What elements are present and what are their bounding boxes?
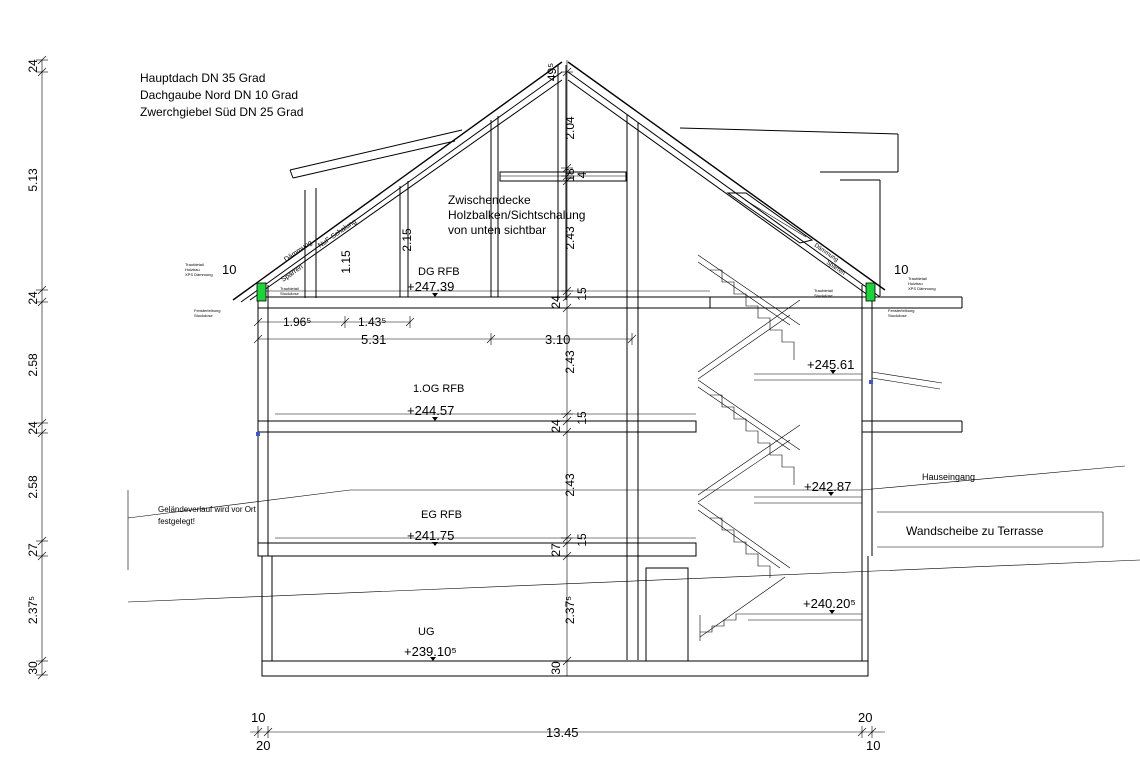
small-left-top-1: Holzbau [185, 267, 200, 272]
dim-center-12: 2.43 [563, 473, 577, 497]
terrain-lines [127, 465, 1140, 603]
dim-center-2: 18 [563, 168, 577, 182]
note-wandscheibe: Wandscheibe zu Terrasse [906, 524, 1044, 538]
small-right-top-1: Holzbau [908, 281, 923, 286]
small-notes: Traufdetail Holzbau XPS Dämmung Traufdet… [185, 262, 936, 318]
dim-left-6: 27 [26, 543, 40, 557]
horizontal-dims-dg: 1.96⁵ 1.43⁵ 5.31 3.10 [253, 315, 637, 347]
level-ug-value: +239.10⁵ [404, 644, 457, 659]
dim-bottom-2: 13.45 [546, 725, 579, 740]
dim-center-6: 1.15 [339, 250, 353, 274]
note-right-ten: 10 [894, 262, 908, 277]
dim-center-14: 15 [575, 533, 589, 547]
dim-left-7: 2.37⁵ [26, 596, 40, 624]
left-dimension-chain: 24 5.13 24 2.58 24 2.58 27 2.37⁵ 30 [26, 55, 48, 680]
note-gelaende-2: festgelegt! [158, 517, 195, 526]
small-left-mid-1: Stuckdose [280, 291, 299, 296]
walls [257, 285, 873, 662]
dim-left-5: 2.58 [26, 475, 40, 499]
dim-h-3: 3.10 [545, 332, 570, 347]
small-left-top-2: XPS Dämmung [185, 272, 213, 277]
note-zwischendecke-2: Holzbalken/Sichtschalung [448, 208, 585, 222]
note-zwischendecke-1: Zwischendecke [448, 193, 531, 207]
dim-h-0: 1.96⁵ [283, 315, 311, 329]
dim-left-8: 30 [26, 661, 40, 675]
eave-insulation-left [256, 282, 267, 302]
note-left-ten: 10 [222, 262, 236, 277]
level-og-label: 1.OG RFB [413, 383, 464, 395]
landing-3-value: +240.20⁵ [803, 596, 856, 611]
dim-left-2: 24 [26, 291, 40, 305]
small-right-top-0: Traufdetail [908, 276, 927, 281]
level-og-value: +244.57 [407, 403, 454, 418]
dim-center-4: 2.43 [563, 226, 577, 250]
note-daemmung-right: Dämmung [813, 243, 839, 264]
small-left-mid-0: Traufdetail [280, 286, 299, 291]
dim-center-15: 2.37⁵ [563, 596, 577, 624]
dim-center-7: 24 [549, 295, 563, 309]
note-hauseingang: Hauseingang [922, 472, 975, 482]
bottom-dimension-chain: 10 20 13.45 20 10 [250, 710, 885, 753]
dim-center-1: 2.04 [563, 116, 577, 140]
small-left-low-1: Stuckdose [194, 313, 213, 318]
dim-center-16: 30 [549, 661, 563, 675]
landing-2-value: +242.87 [804, 479, 851, 494]
note-gelaende-1: Geländeverlauf wird vor Ort [158, 505, 257, 514]
dim-left-1: 5.13 [26, 168, 40, 192]
dim-center-3: 4 [575, 171, 589, 178]
dim-center-10: 24 [549, 419, 563, 433]
dim-center-11: 15 [575, 411, 589, 425]
level-dg-value: +247.39 [407, 279, 454, 294]
staircase [697, 254, 943, 641]
dim-left-4: 24 [26, 421, 40, 435]
marker-left [256, 432, 260, 436]
level-ug-label: UG [418, 626, 435, 638]
small-right-top-2: XPS Dämmung [908, 286, 936, 291]
small-left-top-0: Traufdetail [185, 262, 204, 267]
note-hauptdach: Hauptdach DN 35 Grad [140, 71, 265, 85]
dim-center-0: 49⁵ [545, 63, 559, 81]
level-dg-label: DG RFB [418, 266, 460, 278]
dim-bottom-3: 20 [858, 710, 872, 725]
dim-bottom-4: 10 [866, 738, 880, 753]
dim-center-8: 15 [575, 287, 589, 301]
floor-slabs [257, 290, 963, 677]
note-daemmung: Dämmung [283, 239, 314, 263]
small-right-mid-0: Traufdetail [814, 288, 833, 293]
level-eg-value: +241.75 [407, 528, 454, 543]
dim-bottom-0: 10 [251, 710, 265, 725]
marker-right [869, 380, 873, 384]
small-right-low-1: Stuckdose [888, 313, 907, 318]
dim-left-3: 2.58 [26, 353, 40, 377]
annotations: Zwischendecke Holzbalken/Sichtschalung v… [158, 193, 1044, 538]
dim-bottom-1: 20 [256, 738, 270, 753]
eave-insulation-right [865, 282, 876, 302]
center-dimension-chain: 49⁵ 2.04 18 4 2.43 2.15 1.15 24 15 2.43 … [339, 60, 589, 676]
level-eg-label: EG RFB [421, 509, 462, 521]
note-sparren: Sparren [280, 264, 305, 284]
roof [232, 61, 899, 660]
level-labels: DG RFB +247.39 1.OG RFB +244.57 EG RFB +… [404, 266, 856, 661]
note-dachgaube: Dachgaube Nord DN 10 Grad [140, 88, 298, 102]
dim-left-0: 24 [26, 59, 40, 73]
dim-center-13: 27 [549, 543, 563, 557]
small-left-low-0: Fensterleibung [194, 308, 220, 313]
dim-h-1: 1.43⁵ [358, 315, 386, 329]
landing-1-value: +245.61 [807, 357, 854, 372]
note-zwerchgiebel: Zwerchgiebel Süd DN 25 Grad [140, 105, 303, 119]
small-right-low-0: Fensterleibung [888, 308, 914, 313]
dim-h-2: 5.31 [361, 332, 386, 347]
dim-center-9: 2.43 [563, 350, 577, 374]
note-zwischendecke-3: von unten sichtbar [448, 223, 546, 237]
dim-center-5: 2.15 [400, 228, 414, 252]
small-right-mid-1: Stuckdose [814, 293, 833, 298]
